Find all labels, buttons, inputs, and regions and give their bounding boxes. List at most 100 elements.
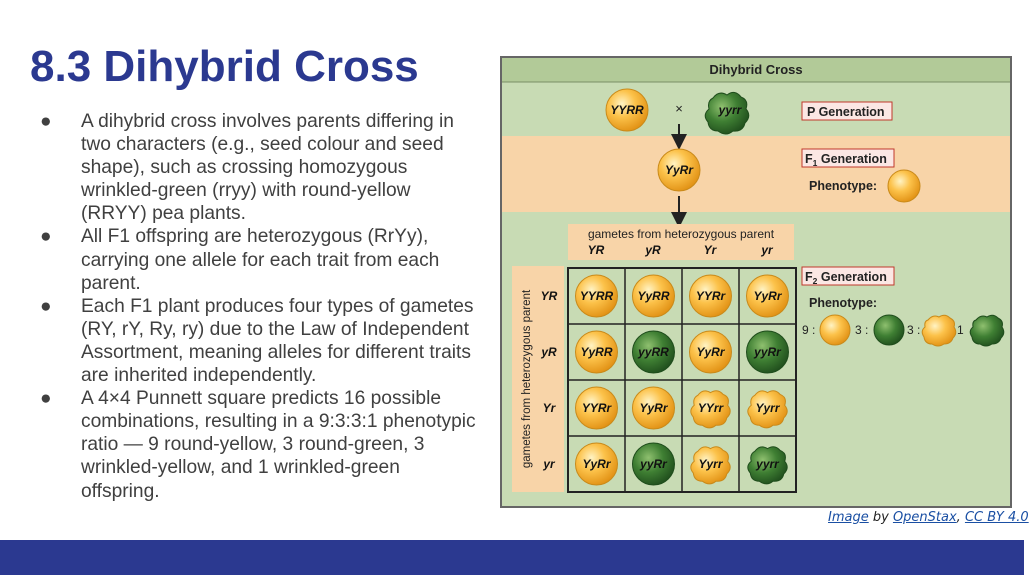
ratio-label: 3 : <box>907 323 920 337</box>
f1-pea <box>657 148 701 192</box>
gamete-top-label: YR <box>588 243 605 257</box>
punnett-pea-round-yellow <box>632 386 675 430</box>
credit-by: by <box>868 510 893 525</box>
gamete-side-label: yr <box>542 457 556 471</box>
punnett-genotype: YyRr <box>582 457 611 471</box>
f1-phenotype-pea <box>887 169 921 203</box>
gamete-top-label: Yr <box>704 243 718 257</box>
f1-phenotype-label: Phenotype: <box>809 179 877 193</box>
p-generation-label: P Generation <box>807 105 885 119</box>
p-parent-yyrr-upper: YYRR <box>610 103 644 117</box>
punnett-genotype: yyRr <box>753 345 782 359</box>
f2-label-f: F <box>805 270 813 284</box>
ratio-pea-wrinkled-green <box>969 314 1005 347</box>
gametes-side-box <box>512 266 564 492</box>
pea-green-wrinkled <box>704 91 750 135</box>
bullet-dot: ● <box>40 226 52 248</box>
punnett-pea-wrinkled-yellow <box>690 390 731 429</box>
punnett-pea-round-yellow <box>575 330 618 374</box>
bullet-item: ● All F1 offspring are heterozygous (RrYy… <box>40 225 480 294</box>
f1-generation-label-box <box>801 148 895 168</box>
punnett-pea-round-yellow <box>632 274 675 318</box>
image-link[interactable]: Image <box>828 510 869 525</box>
punnett-pea-round-yellow <box>575 386 618 430</box>
punnett-genotype: YYRr <box>696 289 727 303</box>
bullet-text: A dihybrid cross involves parents differ… <box>81 111 454 225</box>
f1-label-f: F <box>805 152 813 166</box>
cross-symbol: × <box>675 101 683 116</box>
p-parent-yyrr-lower: yyrr <box>718 103 743 117</box>
license-link[interactable]: CC BY 4.0 <box>964 510 1029 525</box>
pea-yellow-round <box>605 88 649 132</box>
ratio-pea-wrinkled-yellow <box>921 314 957 347</box>
f2-label-rest: Generation <box>817 270 886 284</box>
bullet-item: ● A dihybrid cross involves parents diffe… <box>40 110 480 225</box>
p-generation-label-box <box>801 101 893 121</box>
slide-title: 8.3 Dihybrid Cross <box>30 42 419 91</box>
punnett-pea-wrinkled-green <box>747 446 788 485</box>
gamete-side-label: Yr <box>543 401 557 415</box>
punnett-genotype: yyrr <box>755 457 780 471</box>
punnett-pea-wrinkled-yellow <box>690 446 731 485</box>
punnett-pea-round-yellow <box>575 442 618 486</box>
punnett-pea-round-yellow <box>575 274 618 318</box>
ratio-label: 9 : <box>802 323 815 337</box>
punnett-genotype: Yyrr <box>755 401 780 415</box>
gamete-top-label: yR <box>644 243 661 257</box>
ratio-label: 3 : <box>855 323 868 337</box>
punnett-genotype: YyRR <box>637 289 669 303</box>
ratio-pea-round-green <box>873 314 905 346</box>
punnett-genotype: YyRr <box>639 401 668 415</box>
gametes-side-header: gametes from heterozygous parent <box>521 289 533 468</box>
gamete-side-label: yR <box>540 345 557 359</box>
f1-genotype: YyRr <box>665 163 694 177</box>
credit-sep: , <box>956 510 965 525</box>
bullet-list: ● A dihybrid cross involves parents diffe… <box>40 110 480 503</box>
bullet-item: ● Each F1 plant produces four types of ga… <box>40 295 480 387</box>
f2-label-sub: 2 <box>813 276 818 286</box>
punnett-pea-round-green <box>746 330 789 374</box>
bullet-dot: ● <box>40 388 52 410</box>
punnett-pea-round-green <box>632 442 675 486</box>
punnett-genotype: YyRr <box>696 345 725 359</box>
punnett-genotype: YyRr <box>753 289 782 303</box>
f2-generation-label: F2 Generation <box>805 270 887 286</box>
f1-label-sub: 1 <box>813 158 818 168</box>
bullet-text: Each F1 plant produces four types of gam… <box>81 295 474 387</box>
punnett-genotype: yyRR <box>637 345 669 359</box>
punnett-genotype: YYRR <box>580 289 614 303</box>
f2-generation-label-box <box>801 266 895 286</box>
punnett-pea-round-green <box>632 330 675 374</box>
f2-phenotype-label: Phenotype: <box>809 296 877 310</box>
bullet-dot: ● <box>40 295 52 317</box>
bullet-text: All F1 offspring are heterozygous (RrYy)… <box>81 226 440 294</box>
punnett-pea-round-yellow <box>689 274 732 318</box>
punnett-genotype: YyRR <box>580 345 612 359</box>
dihybrid-cross-figure: Dihybrid Cross YYRR × yyrr P Generation … <box>500 56 1012 508</box>
bullet-text: A 4×4 Punnett square predicts 16 possibl… <box>81 388 476 502</box>
ratio-pea-round-yellow <box>819 314 851 346</box>
gametes-top-box <box>568 224 794 260</box>
f1-band <box>502 136 1010 212</box>
image-credit: Image by OpenStax, CC BY 4.0 <box>828 510 1029 525</box>
punnett-pea-round-yellow <box>746 274 789 318</box>
punnett-pea-round-yellow <box>689 330 732 374</box>
bullet-dot: ● <box>40 111 52 132</box>
punnett-genotype: yyRr <box>639 457 668 471</box>
ratio-label: 1 <box>957 323 964 337</box>
f1-generation-label: F1 Generation <box>805 152 887 168</box>
gamete-top-label: yr <box>760 243 774 257</box>
punnett-pea-wrinkled-yellow <box>747 390 788 429</box>
bullet-item: ● A 4×4 Punnett square predicts 16 possib… <box>40 387 480 502</box>
footer-bar <box>0 540 1024 575</box>
gametes-top-header: gametes from heterozygous parent <box>588 227 775 241</box>
punnett-genotype: YYrr <box>698 401 725 415</box>
author-link[interactable]: OpenStax <box>892 510 957 525</box>
punnett-genotype: Yyrr <box>698 457 723 471</box>
figure-title: Dihybrid Cross <box>709 62 802 77</box>
figure-header <box>502 58 1010 82</box>
gamete-side-label: YR <box>541 289 558 303</box>
f1-label-rest: Generation <box>817 152 886 166</box>
punnett-genotype: YYRr <box>582 401 613 415</box>
